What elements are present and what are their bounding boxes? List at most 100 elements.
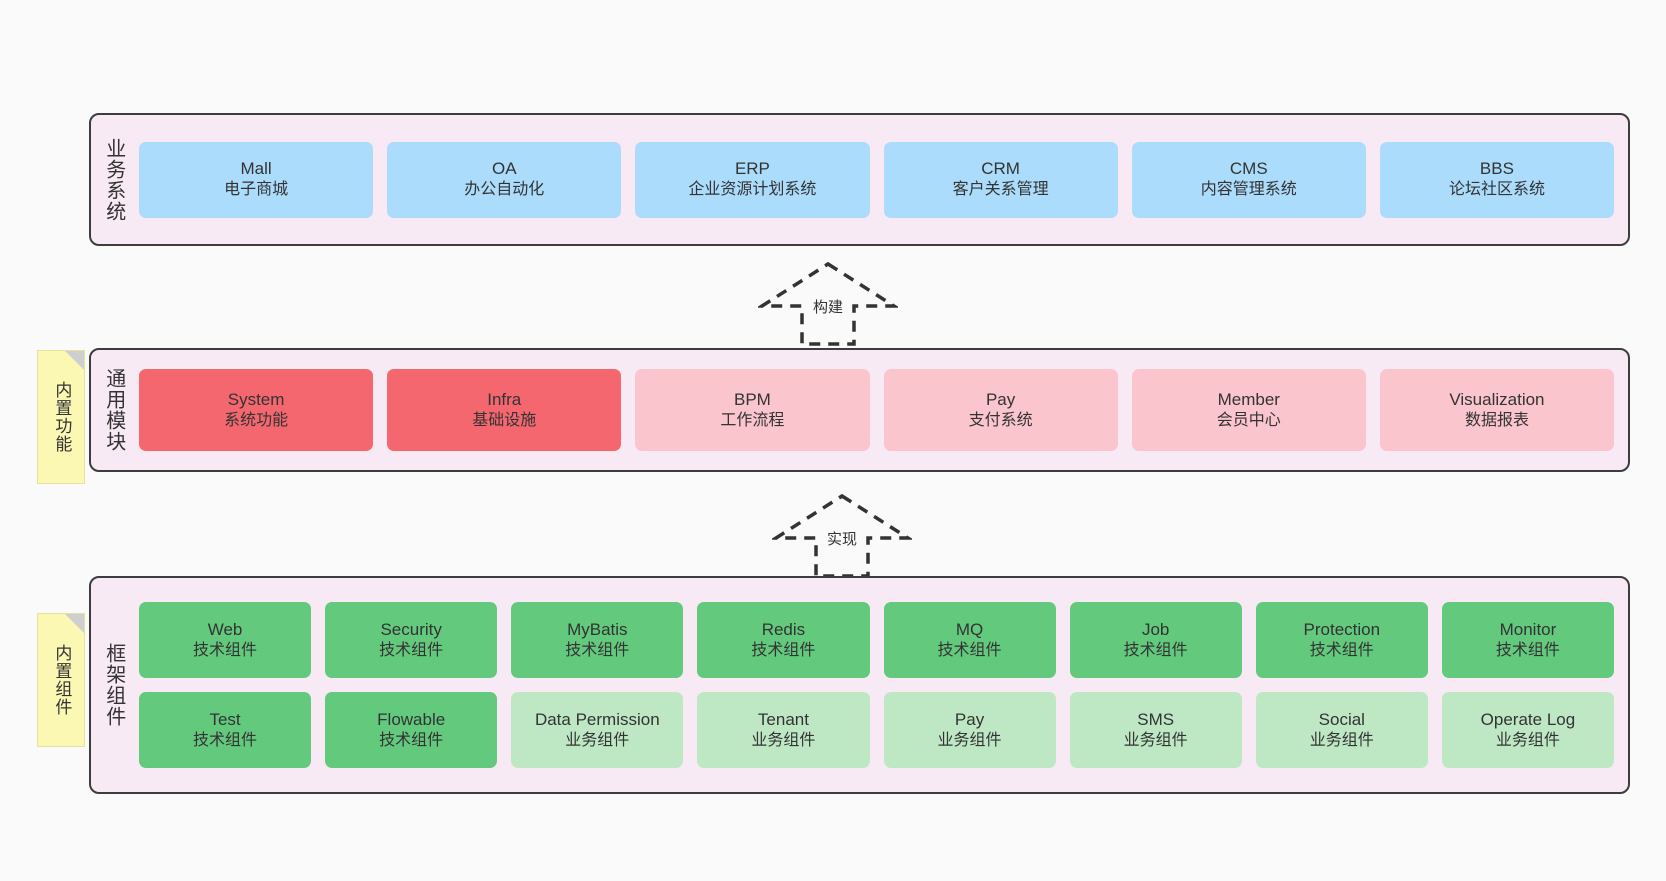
card-title: Member — [1217, 389, 1280, 409]
framework-card-sms[interactable]: SMS 业务组件 — [1069, 692, 1242, 768]
business-system-title: 业务系统 — [102, 137, 125, 222]
card-subtitle: 业务组件 — [937, 731, 1002, 749]
card-subtitle: 技术组件 — [1495, 641, 1560, 659]
note-fold-corner-icon — [65, 614, 84, 633]
card-subtitle: 技术组件 — [751, 641, 816, 659]
business-card-cms[interactable]: CMS 内容管理系统 — [1131, 141, 1366, 218]
card-subtitle: 业务组件 — [751, 731, 816, 749]
framework-card-job[interactable]: Job 技术组件 — [1069, 602, 1242, 678]
card-subtitle: 技术组件 — [379, 731, 444, 749]
card-title: SMS — [1137, 709, 1175, 729]
card-subtitle: 技术组件 — [193, 641, 258, 659]
framework-card-test[interactable]: Test 技术组件 — [139, 692, 312, 768]
card-title: BPM — [734, 389, 771, 409]
card-title: Job — [1141, 619, 1170, 639]
framework-components-title: 框架组件 — [102, 643, 125, 727]
card-subtitle: 基础设施 — [472, 411, 537, 429]
card-subtitle: 技术组件 — [937, 641, 1002, 659]
common-modules-card-list: System 系统功能 Infra 基础设施 BPM 工作流程 Pay 支付系统… — [135, 350, 1628, 470]
framework-card-operate-log[interactable]: Operate Log 业务组件 — [1441, 692, 1614, 768]
card-title: Infra — [487, 389, 522, 409]
generalization-arrow-implement: 实现 — [772, 490, 912, 580]
module-card-pay[interactable]: Pay 支付系统 — [883, 369, 1118, 451]
card-title: Operate Log — [1480, 709, 1576, 729]
card-subtitle: 技术组件 — [1123, 641, 1188, 659]
card-subtitle: 会员中心 — [1216, 411, 1281, 429]
card-subtitle: 系统功能 — [224, 411, 289, 429]
business-system-card-list: Mall 电子商城 OA 办公自动化 ERP 企业资源计划系统 CRM 客户关系… — [135, 115, 1628, 244]
card-title: Data Permission — [534, 709, 660, 729]
card-title: Pay — [985, 389, 1016, 409]
common-modules-title: 通用模块 — [102, 368, 125, 452]
build-arrow-shape — [758, 261, 898, 346]
card-title: Pay — [954, 709, 985, 729]
note-builtin-component: 内置组件 — [37, 613, 85, 747]
framework-card-monitor[interactable]: Monitor 技术组件 — [1441, 602, 1614, 678]
card-subtitle: 工作流程 — [720, 411, 785, 429]
framework-row-tech: Web 技术组件 Security 技术组件 MyBatis 技术组件 Redi… — [139, 602, 1614, 678]
business-card-bbs[interactable]: BBS 论坛社区系统 — [1379, 141, 1615, 218]
card-subtitle: 支付系统 — [968, 411, 1033, 429]
card-subtitle: 办公自动化 — [464, 181, 545, 199]
module-card-member[interactable]: Member 会员中心 — [1131, 369, 1366, 451]
card-title: Mall — [240, 159, 272, 179]
card-subtitle: 论坛社区系统 — [1448, 181, 1545, 199]
card-subtitle: 技术组件 — [1309, 641, 1374, 659]
note-fold-corner-icon — [65, 351, 84, 370]
card-subtitle: 企业资源计划系统 — [688, 181, 817, 199]
card-title: Redis — [761, 619, 806, 639]
business-card-erp[interactable]: ERP 企业资源计划系统 — [635, 141, 870, 218]
framework-card-pay[interactable]: Pay 业务组件 — [883, 692, 1056, 768]
framework-card-tenant[interactable]: Tenant 业务组件 — [697, 692, 870, 768]
card-title: CMS — [1229, 159, 1268, 179]
connector-label-build: 构建 — [812, 299, 844, 316]
card-title: Web — [207, 619, 243, 639]
common-modules-panel: 通用模块 System 系统功能 Infra 基础设施 BPM 工作流程 Pay… — [89, 348, 1630, 472]
business-system-panel: 业务系统 Mall 电子商城 OA 办公自动化 ERP 企业资源计划系统 CRM… — [89, 113, 1630, 246]
card-subtitle: 技术组件 — [565, 641, 630, 659]
card-subtitle: 客户关系管理 — [952, 181, 1049, 199]
module-card-system[interactable]: System 系统功能 — [139, 369, 374, 451]
framework-card-security[interactable]: Security 技术组件 — [325, 602, 498, 678]
card-title: Security — [380, 619, 442, 639]
business-card-mall[interactable]: Mall 电子商城 — [139, 141, 374, 218]
module-card-visualization[interactable]: Visualization 数据报表 — [1379, 369, 1615, 451]
card-subtitle: 数据报表 — [1464, 411, 1529, 429]
card-subtitle: 电子商城 — [224, 181, 289, 199]
framework-card-social[interactable]: Social 业务组件 — [1255, 692, 1428, 768]
card-title: ERP — [734, 159, 770, 179]
framework-components-panel: 框架组件 Web 技术组件 Security 技术组件 MyBatis 技术组件… — [89, 576, 1630, 794]
framework-card-protection[interactable]: Protection 技术组件 — [1255, 602, 1428, 678]
framework-card-mq[interactable]: MQ 技术组件 — [883, 602, 1056, 678]
card-title: Social — [1318, 709, 1365, 729]
framework-row-business: Test 技术组件 Flowable 技术组件 Data Permission … — [139, 692, 1614, 768]
framework-card-flowable[interactable]: Flowable 技术组件 — [325, 692, 498, 768]
generalization-arrow-build: 构建 — [758, 258, 898, 348]
card-subtitle: 技术组件 — [379, 641, 444, 659]
business-card-crm[interactable]: CRM 客户关系管理 — [883, 141, 1118, 218]
connector-label-implement: 实现 — [826, 531, 858, 548]
card-title: MQ — [955, 619, 984, 639]
framework-card-mybatis[interactable]: MyBatis 技术组件 — [511, 602, 684, 678]
card-title: Protection — [1303, 619, 1381, 639]
card-title: CRM — [981, 159, 1020, 179]
card-subtitle: 内容管理系统 — [1200, 181, 1297, 199]
card-title: Tenant — [757, 709, 809, 729]
framework-components-grid: Web 技术组件 Security 技术组件 MyBatis 技术组件 Redi… — [135, 578, 1628, 792]
note-builtin-function: 内置功能 — [37, 350, 85, 484]
card-title: Flowable — [377, 709, 446, 729]
card-title: System — [227, 389, 285, 409]
framework-card-redis[interactable]: Redis 技术组件 — [697, 602, 870, 678]
business-card-oa[interactable]: OA 办公自动化 — [387, 141, 622, 218]
card-title: MyBatis — [567, 619, 628, 639]
framework-card-data-permission[interactable]: Data Permission 业务组件 — [511, 692, 684, 768]
module-card-bpm[interactable]: BPM 工作流程 — [635, 369, 870, 451]
note-label: 内置组件 — [52, 644, 72, 716]
module-card-infra[interactable]: Infra 基础设施 — [387, 369, 622, 451]
card-subtitle: 技术组件 — [193, 731, 258, 749]
card-title: Visualization — [1449, 389, 1545, 409]
framework-card-web[interactable]: Web 技术组件 — [139, 602, 312, 678]
card-title: BBS — [1479, 159, 1514, 179]
card-title: Test — [209, 709, 241, 729]
card-subtitle: 业务组件 — [1495, 731, 1560, 749]
